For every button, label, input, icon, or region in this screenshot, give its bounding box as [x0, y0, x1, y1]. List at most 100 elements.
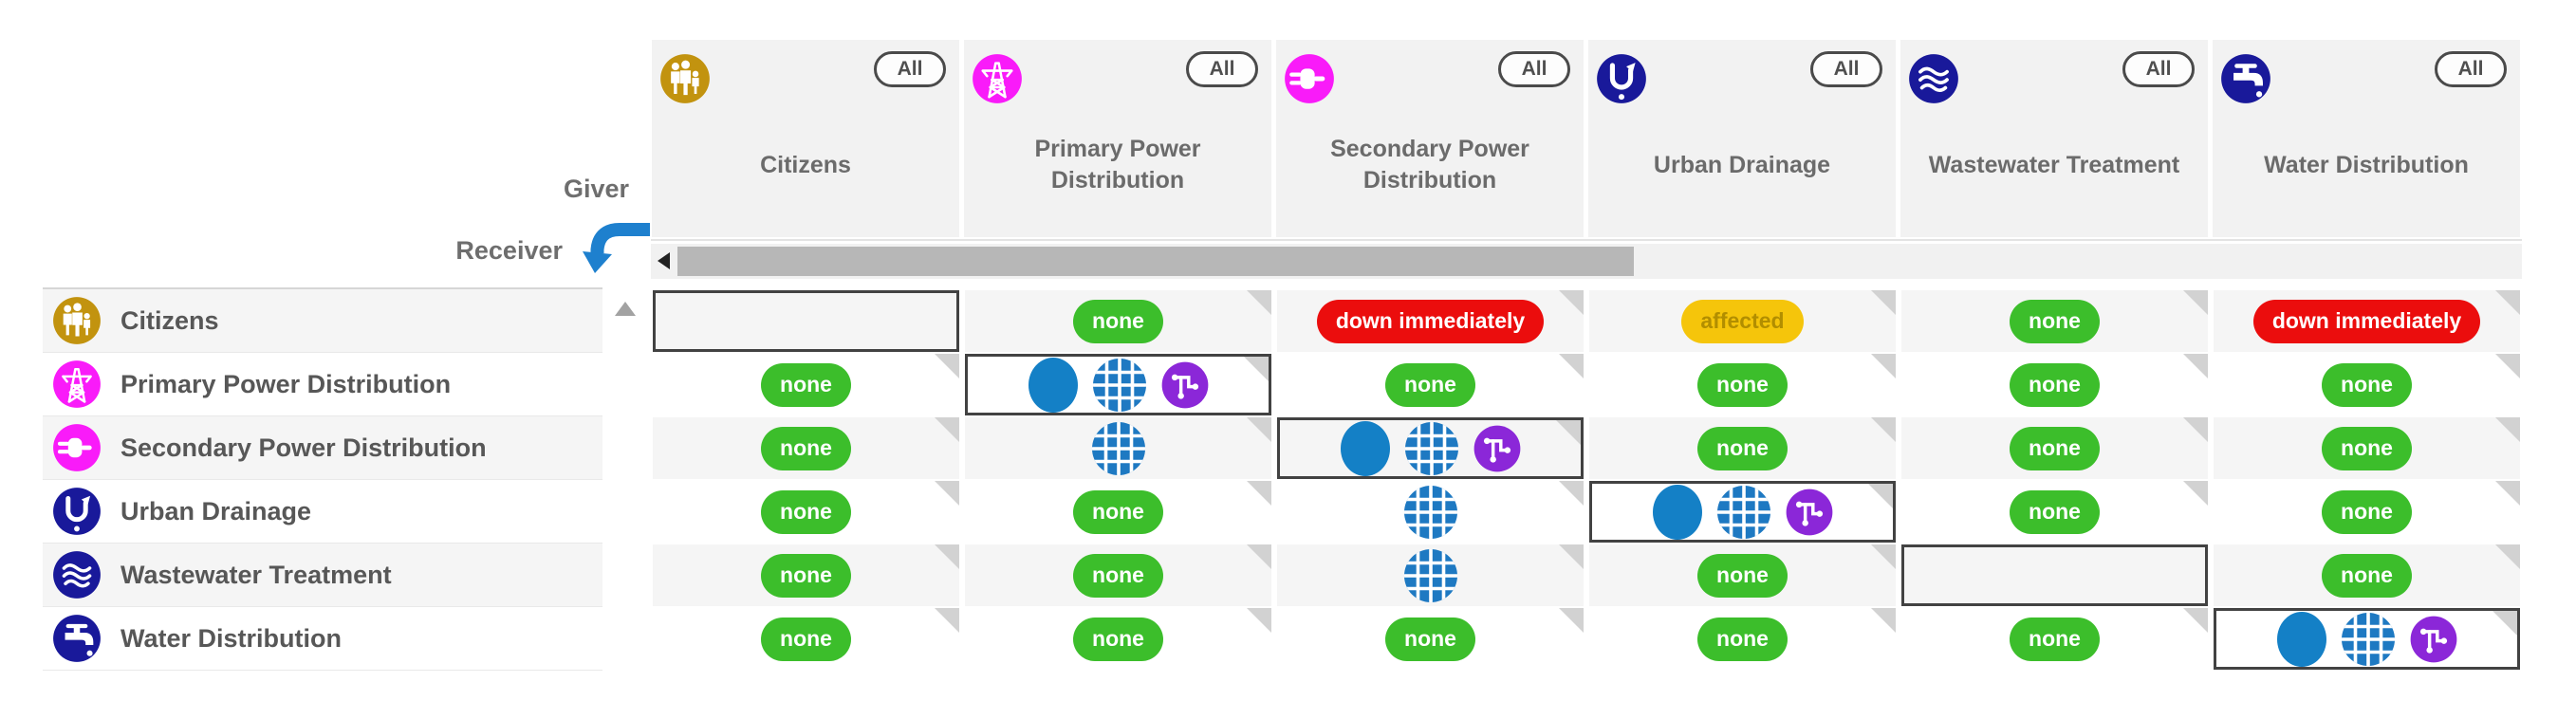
distribution-globe-icon: [1404, 421, 1458, 475]
status-badge[interactable]: none: [1697, 617, 1788, 661]
matrix-cell-secondary-power-distribution-from-wastewater-treatment[interactable]: none: [1901, 417, 2208, 479]
status-badge[interactable]: none: [1073, 553, 1163, 598]
all-button-citizens[interactable]: All: [874, 51, 946, 87]
matrix-cell-wastewater-treatment-from-wastewater-treatment[interactable]: [1901, 544, 2208, 606]
matrix-cell-secondary-power-distribution-from-citizens[interactable]: none: [653, 417, 959, 479]
status-badge[interactable]: none: [761, 426, 851, 470]
faucet-icon: [53, 615, 101, 662]
status-badge[interactable]: none: [1385, 617, 1475, 661]
matrix-cell-secondary-power-distribution-from-water-distribution[interactable]: none: [2214, 417, 2520, 479]
power-plug-icon: [1284, 53, 1335, 109]
horizontal-scrollbar-thumb[interactable]: [677, 247, 1634, 276]
row-header-water-distribution[interactable]: Water Distribution: [43, 607, 602, 671]
status-badge[interactable]: none: [761, 362, 851, 407]
status-badge[interactable]: none: [761, 489, 851, 534]
faucet-icon: [2220, 53, 2271, 109]
matrix-cell-citizens-from-citizens[interactable]: [653, 290, 959, 352]
matrix-cell-water-distribution-from-primary-power-distribution[interactable]: none: [965, 608, 1271, 670]
cell-corner-fold: [2183, 481, 2208, 506]
matrix-cell-water-distribution-from-urban-drainage[interactable]: none: [1589, 608, 1896, 670]
status-badge[interactable]: down immediately: [2252, 299, 2481, 343]
matrix-cell-citizens-from-secondary-power-distribution[interactable]: down immediately: [1277, 290, 1584, 352]
matrix-cell-citizens-from-primary-power-distribution[interactable]: none: [965, 290, 1271, 352]
all-button-urban-drainage[interactable]: All: [1810, 51, 1882, 87]
status-badge[interactable]: none: [1073, 299, 1163, 343]
matrix-cell-primary-power-distribution-from-citizens[interactable]: none: [653, 354, 959, 415]
status-badge[interactable]: none: [2010, 426, 2100, 470]
row-header-label: Water Distribution: [120, 623, 342, 653]
matrix-cell-primary-power-distribution-from-primary-power-distribution[interactable]: [965, 354, 1271, 415]
cell-corner-fold: [1871, 608, 1896, 633]
cell-corner-fold: [1559, 481, 1584, 506]
all-button-wastewater-treatment[interactable]: All: [2122, 51, 2195, 87]
status-badge[interactable]: none: [2010, 299, 2100, 343]
status-badge[interactable]: none: [2010, 362, 2100, 407]
distribution-globe-icon: [1403, 485, 1457, 539]
all-button-water-distribution[interactable]: All: [2435, 51, 2507, 87]
status-badge[interactable]: none: [1697, 426, 1788, 470]
row-header-label: Primary Power Distribution: [120, 369, 452, 398]
column-title: Citizens: [760, 151, 851, 178]
matrix-cell-secondary-power-distribution-from-secondary-power-distribution[interactable]: [1277, 417, 1584, 479]
status-badge[interactable]: down immediately: [1316, 299, 1545, 343]
drain-pipe-icon: [52, 487, 102, 536]
cell-corner-fold: [1871, 290, 1896, 315]
matrix-cell-primary-power-distribution-from-secondary-power-distribution[interactable]: none: [1277, 354, 1584, 415]
matrix-cell-citizens-from-wastewater-treatment[interactable]: none: [1901, 290, 2208, 352]
matrix-cell-urban-drainage-from-urban-drainage[interactable]: [1589, 481, 1896, 543]
matrix-cell-wastewater-treatment-from-citizens[interactable]: none: [653, 544, 959, 606]
cell-corner-fold: [2493, 611, 2517, 636]
matrix-cell-wastewater-treatment-from-secondary-power-distribution[interactable]: [1277, 544, 1584, 606]
matrix-cell-primary-power-distribution-from-water-distribution[interactable]: none: [2214, 354, 2520, 415]
matrix-cell-secondary-power-distribution-from-primary-power-distribution[interactable]: [965, 417, 1271, 479]
row-header-urban-drainage[interactable]: Urban Drainage: [43, 480, 602, 544]
matrix-cell-urban-drainage-from-wastewater-treatment[interactable]: none: [1901, 481, 2208, 543]
status-badge[interactable]: none: [1697, 553, 1788, 598]
matrix-cell-citizens-from-urban-drainage[interactable]: affected: [1589, 290, 1896, 352]
status-badge[interactable]: none: [1697, 362, 1788, 407]
status-badge[interactable]: none: [2322, 553, 2412, 598]
matrix-cell-citizens-from-water-distribution[interactable]: down immediately: [2214, 290, 2520, 352]
matrix-cell-water-distribution-from-water-distribution[interactable]: [2214, 608, 2520, 670]
power-tower-icon: [972, 53, 1023, 109]
all-button-secondary-power-distribution[interactable]: All: [1498, 51, 1570, 87]
matrix-cell-water-distribution-from-wastewater-treatment[interactable]: none: [1901, 608, 2208, 670]
row-header-primary-power-distribution[interactable]: Primary Power Distribution: [43, 353, 602, 416]
status-badge[interactable]: none: [2322, 362, 2412, 407]
matrix-cell-urban-drainage-from-water-distribution[interactable]: none: [2214, 481, 2520, 543]
matrix-cell-urban-drainage-from-citizens[interactable]: none: [653, 481, 959, 543]
status-badge[interactable]: none: [2322, 489, 2412, 534]
cell-corner-fold: [1871, 354, 1896, 378]
status-badge[interactable]: none: [761, 553, 851, 598]
status-badge[interactable]: none: [1073, 489, 1163, 534]
matrix-cell-primary-power-distribution-from-wastewater-treatment[interactable]: none: [1901, 354, 2208, 415]
matrix-cell-urban-drainage-from-primary-power-distribution[interactable]: none: [965, 481, 1271, 543]
cell-corner-fold: [2495, 354, 2520, 378]
all-button-primary-power-distribution[interactable]: All: [1186, 51, 1258, 87]
status-badge[interactable]: affected: [1681, 299, 1804, 343]
matrix-cell-secondary-power-distribution-from-urban-drainage[interactable]: none: [1589, 417, 1896, 479]
power-tower-icon: [53, 360, 101, 408]
row-header-citizens[interactable]: Citizens: [43, 289, 602, 353]
row-header-secondary-power-distribution[interactable]: Secondary Power Distribution: [43, 416, 602, 480]
status-badge[interactable]: none: [2010, 617, 2100, 661]
matrix-cell-water-distribution-from-citizens[interactable]: none: [653, 608, 959, 670]
status-badge[interactable]: none: [761, 617, 851, 661]
row-header-wastewater-treatment[interactable]: Wastewater Treatment: [43, 544, 602, 607]
scroll-left-arrow-icon[interactable]: [658, 252, 670, 269]
network-flow-icon: [2410, 616, 2456, 662]
matrix-cell-wastewater-treatment-from-urban-drainage[interactable]: none: [1589, 544, 1896, 606]
matrix-cell-primary-power-distribution-from-urban-drainage[interactable]: none: [1589, 354, 1896, 415]
matrix-cell-wastewater-treatment-from-water-distribution[interactable]: none: [2214, 544, 2520, 606]
status-badge[interactable]: none: [1385, 362, 1475, 407]
status-badge[interactable]: none: [1073, 617, 1163, 661]
matrix-cell-urban-drainage-from-secondary-power-distribution[interactable]: [1277, 481, 1584, 543]
matrix-cell-water-distribution-from-secondary-power-distribution[interactable]: none: [1277, 608, 1584, 670]
status-badge[interactable]: none: [2322, 426, 2412, 470]
status-badge[interactable]: none: [2010, 489, 2100, 534]
matrix-cell-wastewater-treatment-from-primary-power-distribution[interactable]: none: [965, 544, 1271, 606]
scroll-up-arrow-icon[interactable]: [615, 302, 636, 316]
dependency-dot-icon: [1340, 420, 1390, 476]
